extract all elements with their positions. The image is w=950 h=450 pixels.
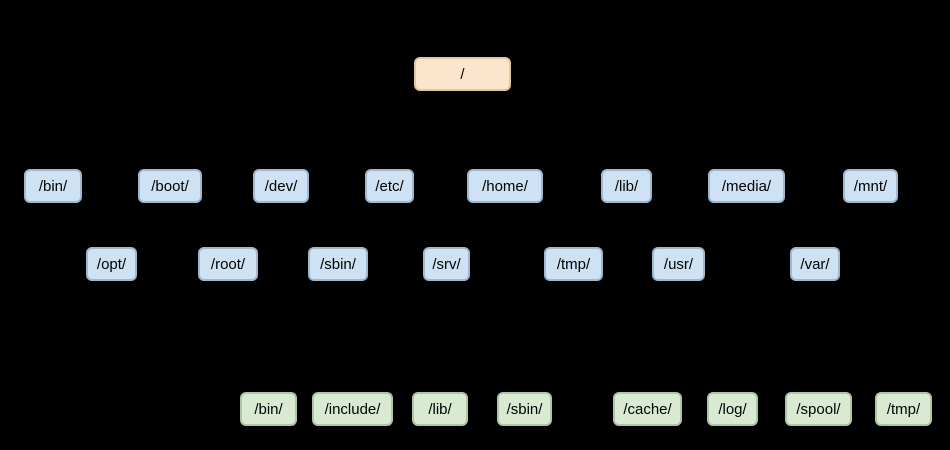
node-etc: /etc/ [365, 169, 414, 203]
node-bin: /bin/ [24, 169, 82, 203]
node-var-cache: /cache/ [613, 392, 682, 426]
node-usr: /usr/ [652, 247, 705, 281]
node-usr-bin: /bin/ [240, 392, 297, 426]
node-home: /home/ [467, 169, 543, 203]
node-root: / [414, 57, 511, 91]
node-tmp: /tmp/ [544, 247, 603, 281]
node-boot: /boot/ [138, 169, 202, 203]
node-lib: /lib/ [601, 169, 652, 203]
node-var-spool: /spool/ [785, 392, 852, 426]
node-usr-lib: /lib/ [412, 392, 468, 426]
node-mnt: /mnt/ [843, 169, 898, 203]
node-var: /var/ [790, 247, 840, 281]
node-var-tmp: /tmp/ [875, 392, 932, 426]
node-dev: /dev/ [253, 169, 309, 203]
node-srv: /srv/ [423, 247, 470, 281]
node-root-dir: /root/ [198, 247, 258, 281]
node-sbin: /sbin/ [308, 247, 368, 281]
node-usr-sbin: /sbin/ [497, 392, 552, 426]
node-media: /media/ [708, 169, 785, 203]
node-opt: /opt/ [86, 247, 137, 281]
node-usr-include: /include/ [312, 392, 393, 426]
node-var-log: /log/ [707, 392, 758, 426]
